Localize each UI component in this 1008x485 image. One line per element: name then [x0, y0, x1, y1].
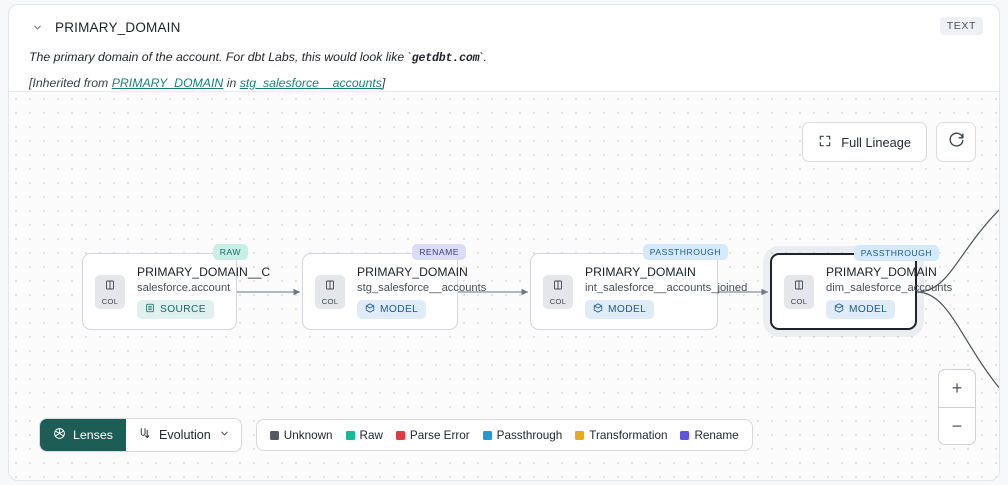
inherited-middle: in	[223, 75, 240, 90]
legend-swatch	[680, 430, 690, 440]
zoom-out-button[interactable]: −	[939, 407, 975, 444]
column-description: The primary domain of the account. For d…	[29, 49, 983, 68]
node-body: PRIMARY_DOMAIN__C salesforce.account SOU…	[137, 265, 270, 319]
lenses-button[interactable]: Lenses	[40, 419, 126, 451]
legend-swatch	[575, 430, 585, 440]
legend-item: Transformation	[575, 429, 667, 442]
inherited-column-link[interactable]: PRIMARY_DOMAIN	[111, 75, 224, 90]
node-tag: PASSTHROUGH	[853, 245, 939, 261]
column-chip: COL	[95, 274, 125, 309]
column-chip-label: COL	[321, 296, 339, 306]
lenses-evolution-group: Lenses Evolution	[39, 418, 242, 452]
legend-label: Raw	[359, 428, 383, 442]
column-chip-label: COL	[790, 296, 808, 306]
node-subtitle: dim_salesforce_accounts	[826, 281, 953, 294]
lineage-node[interactable]: RAW COL PRIMARY_DOMAIN__C salesforce.acc…	[82, 244, 270, 330]
aperture-icon	[53, 427, 66, 443]
refresh-icon	[948, 132, 965, 152]
node-name: PRIMARY_DOMAIN	[826, 264, 937, 279]
legend-swatch	[395, 430, 405, 440]
node-name: PRIMARY_DOMAIN	[585, 264, 696, 279]
evolution-dropdown[interactable]: Evolution	[125, 419, 241, 451]
materialization-label: MODEL	[849, 303, 888, 315]
lineage-legend: Unknown Raw Parse Error Passthrough	[255, 419, 753, 451]
node-subtitle: int_salesforce__accounts_joined	[585, 281, 748, 294]
chevron-down-icon[interactable]	[29, 19, 45, 35]
legend-label: Rename	[694, 428, 739, 442]
column-chip: COL	[543, 274, 573, 309]
description-code: getdbt.com	[411, 52, 480, 65]
materialization-label: MODEL	[608, 303, 647, 315]
materialization-label: SOURCE	[160, 303, 206, 315]
column-icon	[793, 278, 805, 296]
node-body: PRIMARY_DOMAIN int_salesforce__accounts_…	[585, 265, 747, 319]
legend-item: Passthrough	[482, 428, 563, 442]
lineage-node[interactable]: PASSTHROUGH COL PRIMARY_DOMAIN int_sales…	[530, 244, 747, 330]
inherited-model-link[interactable]: stg_salesforce__accounts	[239, 75, 382, 90]
cube-icon	[365, 302, 375, 316]
evolution-icon	[138, 427, 151, 443]
legend-swatch	[345, 430, 355, 440]
legend-item: Rename	[680, 428, 739, 442]
legend-label: Parse Error	[409, 428, 470, 442]
full-lineage-label: Full Lineage	[841, 134, 911, 150]
materialization-badge: MODEL	[585, 299, 655, 319]
materialization-badge: MODEL	[357, 299, 427, 319]
lineage-node[interactable]: RENAME COL PRIMARY_DOMAIN stg_salesforce…	[302, 244, 486, 330]
legend-item: Parse Error	[395, 428, 470, 442]
node-name: PRIMARY_DOMAIN__C	[137, 264, 271, 279]
page-title: PRIMARY_DOMAIN	[55, 19, 181, 35]
column-chip-label: COL	[101, 296, 119, 306]
column-icon	[104, 278, 116, 296]
legend-label: Passthrough	[496, 428, 563, 442]
expand-icon	[818, 134, 832, 151]
canvas-top-controls: Full Lineage	[802, 122, 976, 162]
table-icon	[145, 303, 155, 316]
legend-item: Raw	[345, 428, 383, 442]
description-text-post: `.	[479, 50, 487, 64]
column-icon	[552, 278, 564, 296]
node-body: PRIMARY_DOMAIN dim_salesforce_accounts M…	[826, 265, 952, 319]
node-tag: RENAME	[412, 244, 466, 260]
cube-icon	[593, 302, 603, 316]
node-tag: PASSTHROUGH	[642, 244, 728, 260]
node-body: PRIMARY_DOMAIN stg_salesforce__accounts …	[357, 265, 486, 319]
column-detail-card: PRIMARY_DOMAIN TEXT The primary domain o…	[8, 4, 1000, 481]
cube-icon	[834, 302, 844, 316]
chevron-down-icon	[219, 428, 230, 442]
materialization-badge: MODEL	[826, 299, 896, 319]
legend-label: Unknown	[283, 428, 333, 442]
node-subtitle: salesforce.account	[137, 281, 231, 294]
lineage-edges	[237, 209, 999, 389]
column-header: PRIMARY_DOMAIN TEXT The primary domain o…	[9, 5, 999, 91]
column-chip: COL	[315, 274, 345, 309]
description-text-pre: The primary domain of the account. For d…	[29, 50, 412, 64]
column-chip: COL	[784, 274, 814, 309]
lenses-label: Lenses	[73, 428, 113, 442]
node-name: PRIMARY_DOMAIN	[357, 264, 468, 279]
node-subtitle: stg_salesforce__accounts	[357, 281, 487, 294]
legend-swatch	[269, 430, 279, 440]
inherited-suffix: ]	[381, 75, 386, 90]
materialization-badge: SOURCE	[137, 299, 214, 319]
zoom-in-button[interactable]: +	[951, 378, 963, 398]
legend-swatch	[482, 430, 492, 440]
refresh-button[interactable]	[936, 122, 976, 162]
lineage-node-selected[interactable]: PASSTHROUGH COL PRIMARY_DOMAIN dim_sales…	[770, 245, 952, 330]
inherited-prefix: [Inherited from	[29, 75, 112, 90]
title-row: PRIMARY_DOMAIN	[29, 15, 983, 39]
full-lineage-button[interactable]: Full Lineage	[802, 122, 927, 162]
node-tag: RAW	[212, 244, 248, 260]
zoom-controls: + −	[938, 369, 976, 445]
inherited-from-line: [Inherited from PRIMARY_DOMAIN in stg_sa…	[29, 76, 983, 90]
materialization-label: MODEL	[380, 303, 419, 315]
lineage-canvas[interactable]: Full Lineage RAW COL	[9, 91, 999, 480]
legend-label: Transformation	[589, 428, 668, 442]
evolution-label: Evolution	[158, 428, 211, 442]
column-chip-label: COL	[549, 296, 567, 306]
type-badge: TEXT	[939, 17, 983, 35]
legend-item: Unknown	[269, 428, 333, 442]
canvas-bottom-bar: Lenses Evolution U	[39, 418, 753, 452]
column-icon	[324, 278, 336, 296]
